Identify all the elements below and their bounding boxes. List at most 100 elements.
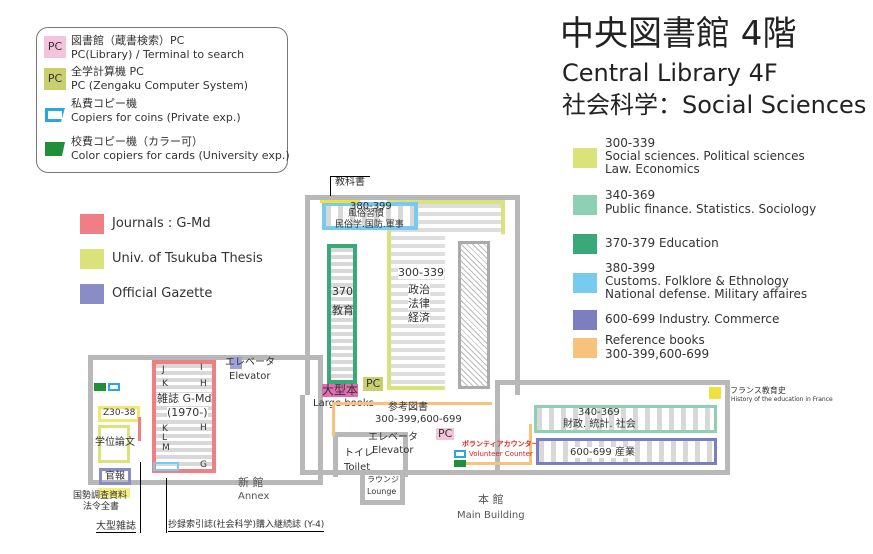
thesis-swatch	[80, 249, 104, 269]
volunteer-counter-en: Volunteer Counter	[469, 450, 533, 458]
swatch-reference	[573, 338, 597, 358]
annex-wall	[88, 355, 323, 485]
main-building-en: Main Building	[457, 510, 525, 521]
abstracts-arrow	[166, 478, 167, 533]
main-north-wall	[305, 195, 520, 395]
legend-380-l1: 380-399	[605, 261, 656, 275]
legend-pc-library-en: PC(Library) / Terminal to search	[71, 48, 245, 61]
shelf-340	[534, 405, 717, 433]
legend-card-copier-en: Color copiers for cards (University exp.…	[71, 149, 290, 162]
title-en: Central Library 4F	[562, 59, 778, 87]
pc-library-marker: PC	[436, 427, 455, 441]
abstracts-label: 抄録索引誌(社会科学)購入継続誌 (Y-4)	[168, 520, 325, 532]
legend-380-l3: National defense. Military affaires	[605, 287, 808, 301]
s600-label: 600-699 産業	[570, 447, 635, 458]
legend-reference-l1: Reference books	[605, 333, 705, 347]
journals-letter: I	[200, 363, 203, 373]
legend-coin-copier-ja: 私費コピー機	[71, 97, 137, 110]
journals-letter: J	[162, 365, 165, 375]
abstracts-shelf	[153, 462, 179, 471]
s370-ja: 教育	[332, 304, 354, 317]
france-ja: フランス教育史	[730, 386, 786, 395]
shelf-370	[327, 244, 357, 384]
journals-swatch	[80, 214, 104, 234]
main-east-wing-wall	[495, 380, 730, 475]
journals-letter: K	[162, 424, 168, 434]
s370-num: 370	[332, 285, 353, 298]
s340-ja: 財政. 統計. 社会	[563, 419, 636, 430]
journals-letter: M	[162, 443, 170, 453]
journals-letter: H	[200, 423, 207, 433]
reference-ja: 参考図書	[388, 402, 428, 413]
s300-l3: 経済	[408, 311, 430, 325]
legend-600: 600-699 Industry. Commerce	[605, 312, 780, 326]
gazette-label: 官報	[99, 468, 131, 485]
toilet-en: Toilet	[344, 462, 371, 473]
legend-card-copier-ja: 校費コピー機（カラー可）	[71, 135, 203, 148]
legend-370: 370-379 Education	[605, 236, 719, 250]
shelf-380	[322, 202, 418, 230]
journals-letter: L	[162, 433, 168, 443]
toilet-wall	[333, 432, 408, 477]
legend-pc-library-ja: 図書館（蔵書検索）PC	[71, 34, 185, 47]
large-journals-arrow	[140, 462, 141, 533]
s340-num: 340-369	[578, 407, 620, 418]
legend-340-l2: Public finance. Statistics. Sociology	[605, 202, 817, 216]
swatch-600	[573, 310, 597, 330]
s380-l1: 風俗習慣	[348, 209, 385, 219]
card-copier-marker	[454, 460, 466, 467]
s300-num: 300-339	[398, 266, 444, 280]
legend-300-l1: 300-339	[605, 136, 656, 150]
legend-340-l1: 340-369	[605, 188, 656, 202]
pc-library-icon: PC	[44, 36, 66, 58]
textbooks-label: 教科書	[335, 177, 365, 188]
s300-l2: 法律	[408, 297, 430, 311]
legend-300-l2: Social sciences. Political sciences	[605, 149, 805, 163]
large-journals-shelf	[138, 417, 141, 441]
lounge-en: Lounge	[367, 487, 397, 496]
legend-reference-l2: 300-399,600-699	[605, 347, 710, 361]
pc-zengaku-icon: PC	[44, 68, 66, 90]
journals-letter: K	[162, 379, 168, 389]
textbooks-arrow	[330, 176, 370, 196]
annex-ja: 新 館	[238, 476, 264, 489]
swatch-380	[573, 273, 597, 293]
large-journals-label: 大型雑誌	[96, 521, 136, 533]
s380-l2: 民俗学.国防.軍事	[335, 220, 404, 230]
swatch-340	[573, 195, 597, 215]
census-shelf	[98, 488, 130, 498]
lounge-wall	[360, 470, 405, 505]
main-building-ja: 本 館	[478, 493, 504, 506]
legend-coin-copier-en: Copiers for coins (Private exp.)	[71, 111, 241, 124]
france-shelf	[709, 387, 721, 399]
textbooks-shelf	[320, 200, 360, 203]
census-l1: 国勢調査資料	[73, 491, 128, 501]
legend-300-l3: Law. Economics	[605, 162, 700, 176]
census-l2: 法令全書	[83, 502, 120, 512]
card-copier-annex	[94, 383, 106, 391]
swatch-300	[573, 148, 597, 168]
pc-zengaku-marker: PC	[363, 377, 384, 392]
title-subject: 社会科学：Social Sciences	[562, 91, 867, 119]
elevator-annex-ja: エレベータ	[225, 357, 275, 368]
legend-pc-zengaku-ja: 全学計算機 PC	[71, 65, 144, 78]
journals-letter: G	[200, 460, 207, 470]
legend-380-l2: Customs. Folklore & Ethnology	[605, 274, 789, 288]
reference-num: 300-399,600-699	[375, 414, 462, 425]
swatch-370	[573, 234, 597, 254]
legend-gazette: Official Gazette	[112, 286, 213, 301]
coin-copier-marker	[454, 450, 466, 458]
thesis-label: 学位論文	[95, 437, 135, 448]
journals-years: (1970-)	[167, 406, 208, 420]
journals-shelf	[152, 360, 216, 473]
france-en: History of the education in France	[731, 396, 833, 403]
elevator-main-en: Elevator	[372, 445, 414, 456]
legend-thesis: Univ. of Tsukuba Thesis	[112, 251, 263, 266]
coin-copier-annex	[108, 383, 120, 391]
elevator-annex-box	[230, 357, 242, 369]
s380-num: 380-399	[350, 201, 392, 212]
